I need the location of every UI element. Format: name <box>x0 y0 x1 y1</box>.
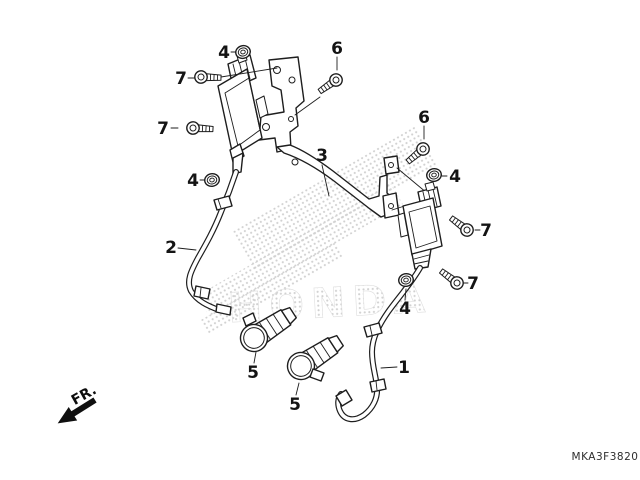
callout-2: 2 <box>165 238 177 258</box>
fr-arrow-icon <box>57 397 97 424</box>
callout-4-left: 4 <box>187 171 199 191</box>
left-ignition-coil <box>217 52 269 175</box>
callout-4-bottom-right: 4 <box>399 299 411 319</box>
callout-5-left: 5 <box>247 363 259 383</box>
callout-7-left: 7 <box>157 119 169 139</box>
bolt-7-left <box>185 120 214 136</box>
callout-7-right-lower: 7 <box>467 274 479 294</box>
bolt-7-top-left <box>193 69 222 85</box>
wire-clamp <box>369 378 387 393</box>
callout-4-top: 4 <box>218 43 230 63</box>
spark-plug-cap-right <box>281 328 349 386</box>
wire-clamp <box>363 322 383 338</box>
bolt-7-right-lower <box>436 265 467 293</box>
watermark-wing-band <box>197 183 403 317</box>
callout-6-right: 6 <box>418 108 430 128</box>
nut-4-left <box>203 171 221 189</box>
diagram-code: MKA3F3820 <box>572 451 639 463</box>
wire-clamp <box>213 195 233 211</box>
callout-4-right: 4 <box>449 167 461 187</box>
coil-mounting-bracket <box>258 56 428 219</box>
callout-3: 3 <box>316 146 328 166</box>
leader-lines <box>170 51 481 396</box>
left-spark-plug-wire <box>186 169 239 316</box>
spark-plug-cap-left <box>234 300 302 358</box>
bolt-6-top <box>315 70 346 98</box>
callout-7-right-upper: 7 <box>480 221 492 241</box>
callout-5-right: 5 <box>289 395 301 415</box>
callout-1: 1 <box>398 358 410 378</box>
wire-end-terminal <box>215 303 232 316</box>
callout-7-top-left: 7 <box>175 69 187 89</box>
wire-end-terminal <box>335 389 353 407</box>
right-ignition-coil <box>397 181 443 270</box>
bolt-7-right-upper <box>446 212 477 240</box>
watermark-honda-text: HONDA <box>227 274 433 333</box>
wire-clamp <box>193 285 211 300</box>
right-spark-plug-wire <box>335 265 423 423</box>
fr-direction-arrow: FR. <box>57 382 99 424</box>
watermark-wing-band <box>200 242 344 334</box>
callout-6-top: 6 <box>331 39 343 59</box>
